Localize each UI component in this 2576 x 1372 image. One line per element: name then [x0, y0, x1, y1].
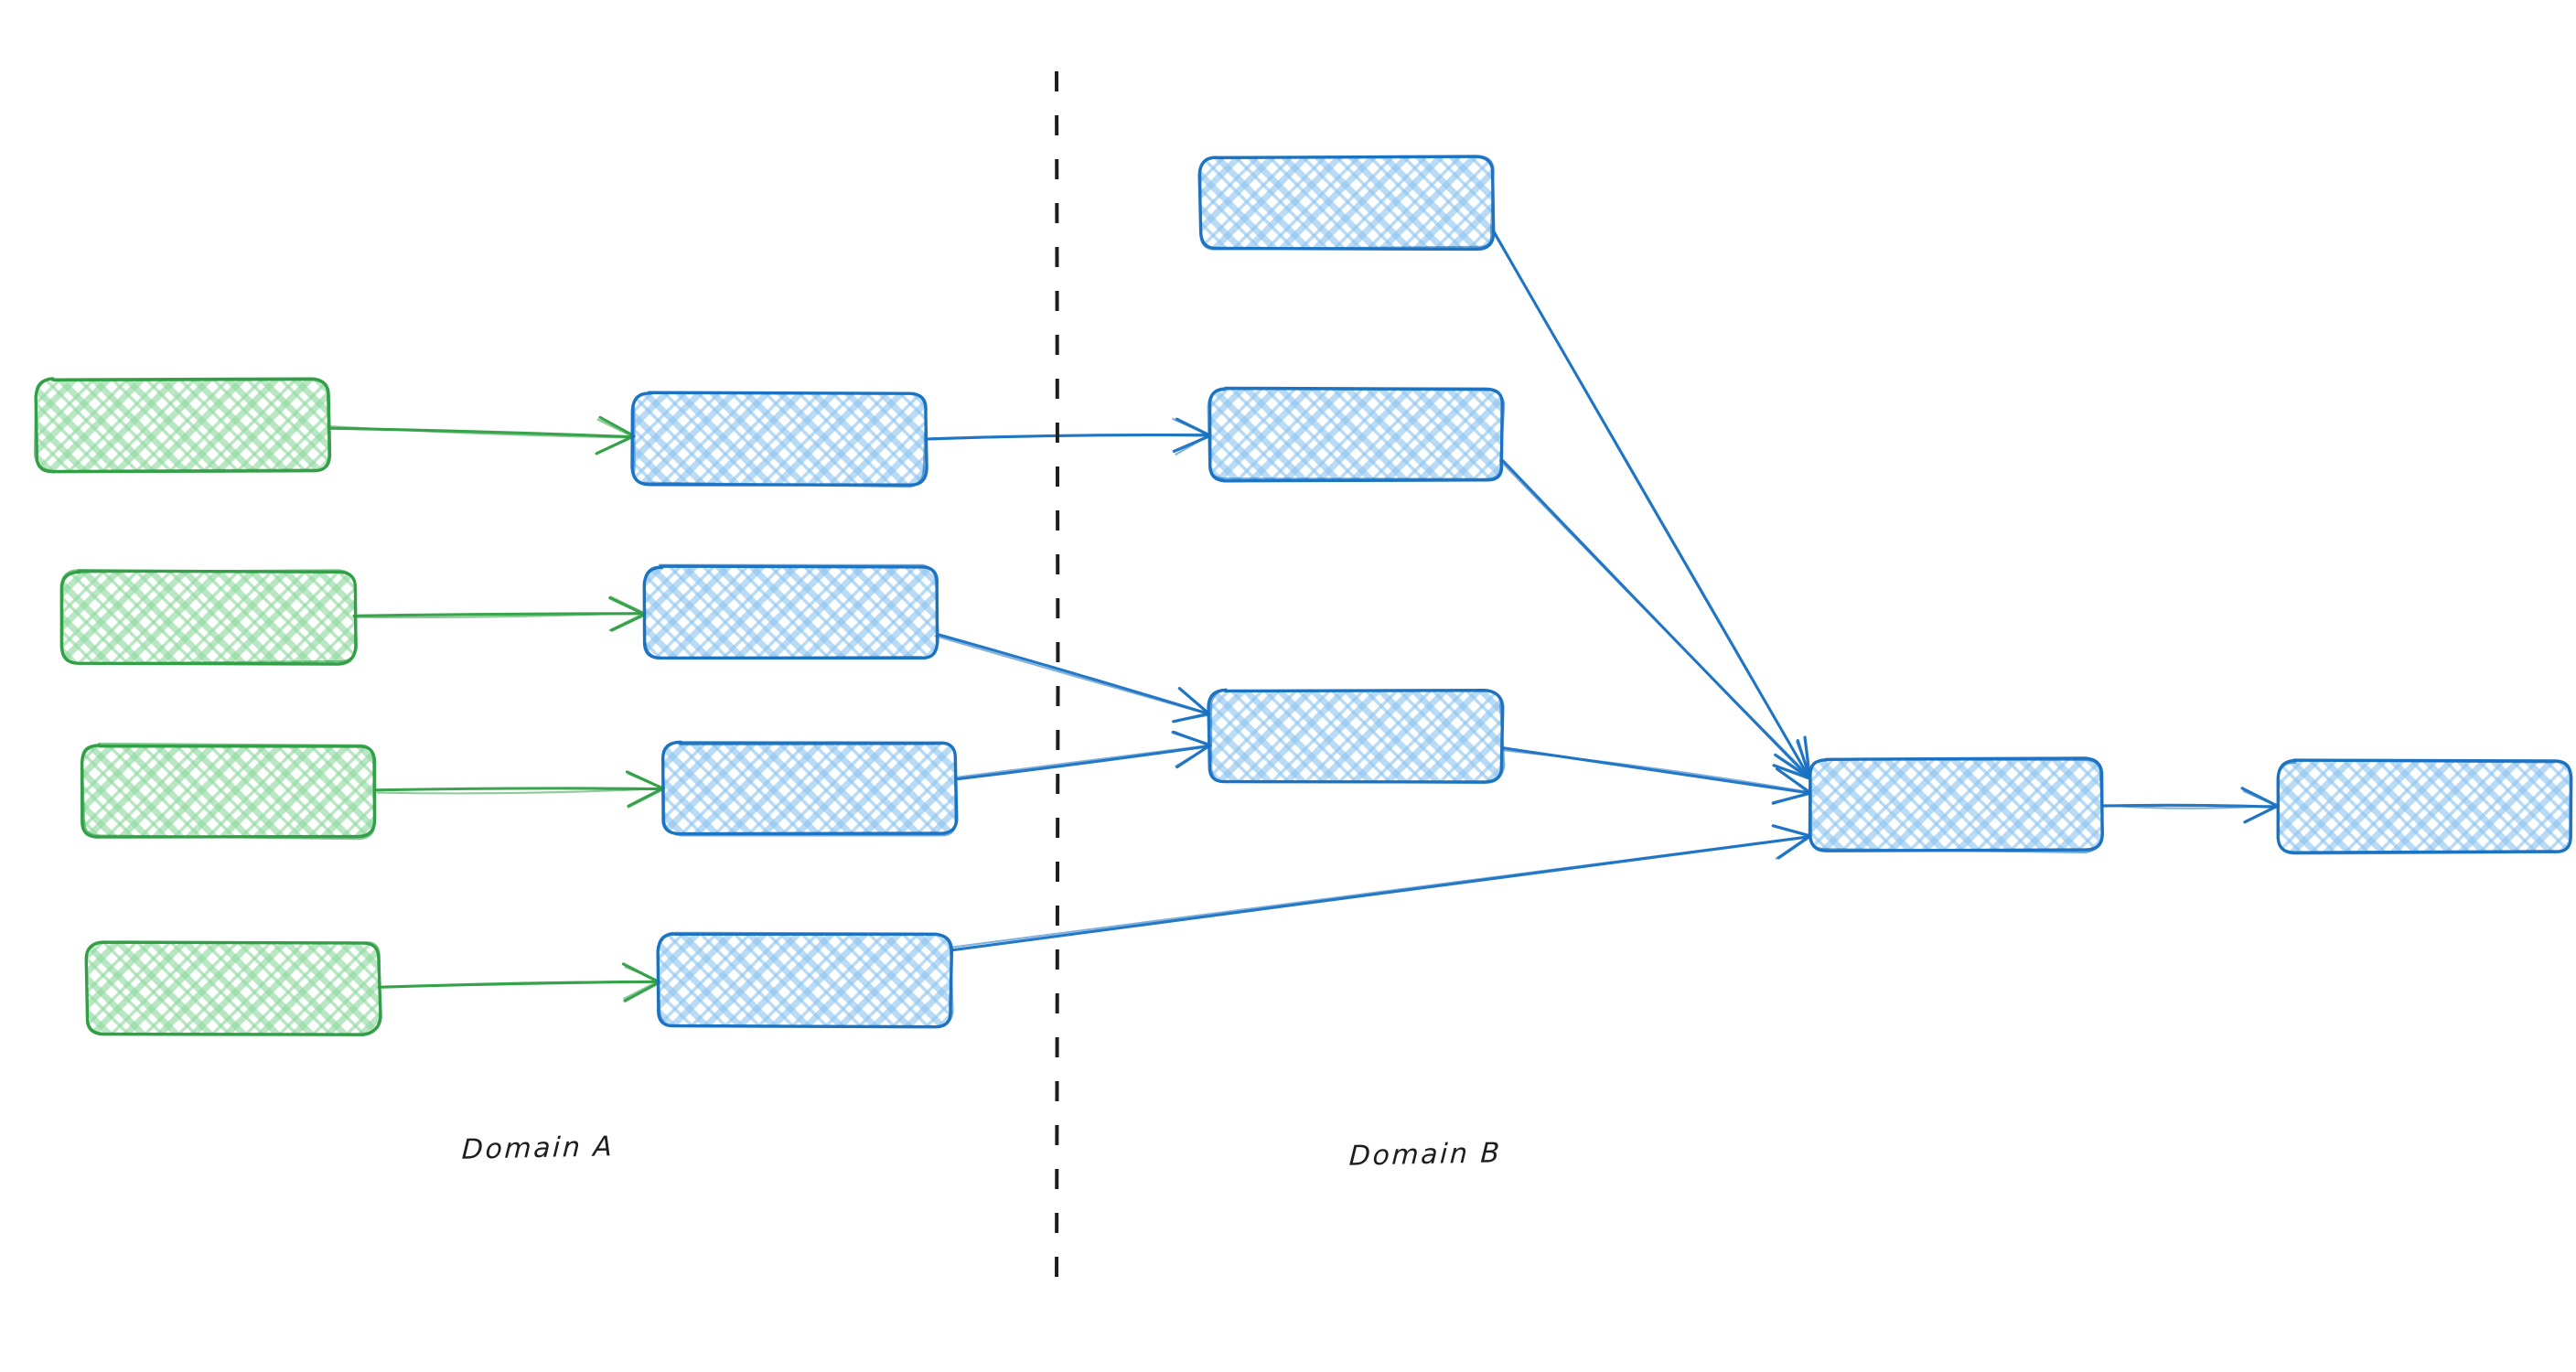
diagram-edge	[948, 824, 1812, 952]
diagram-node[interactable]	[630, 391, 928, 488]
diagram-edge	[2100, 787, 2281, 824]
diagram-node[interactable]	[642, 563, 939, 660]
node-layer	[33, 155, 2573, 1036]
diagram-edge	[934, 633, 1211, 724]
divider-layer	[1055, 70, 1060, 1291]
diagram-node[interactable]	[656, 931, 954, 1029]
diagram-edge	[373, 770, 666, 809]
diagram-node[interactable]	[2276, 758, 2573, 855]
diagram-node[interactable]	[59, 569, 359, 666]
diagram-node[interactable]	[1808, 756, 2105, 853]
diagram-node[interactable]	[1197, 155, 1496, 252]
domain-b-label: Domain B	[1348, 1137, 1503, 1173]
diagram-edge	[954, 730, 1212, 781]
diagram-edge	[1499, 459, 1812, 780]
diagram-node[interactable]	[1207, 386, 1506, 483]
diagram-node[interactable]	[661, 740, 959, 837]
diagram-edge	[377, 962, 661, 1002]
domain-a-label: Domain A	[461, 1131, 616, 1166]
domain-divider	[1055, 70, 1060, 1291]
diagram-edge	[1500, 746, 1812, 806]
diagram-node[interactable]	[80, 742, 377, 841]
diagram-edge	[925, 417, 1212, 456]
diagram-node[interactable]	[33, 377, 332, 474]
diagram-node[interactable]	[84, 940, 382, 1036]
edge-layer	[327, 227, 2281, 1002]
diagram-edge	[327, 415, 636, 456]
diagram-edge	[352, 595, 648, 632]
diagram-node[interactable]	[1207, 688, 1506, 784]
